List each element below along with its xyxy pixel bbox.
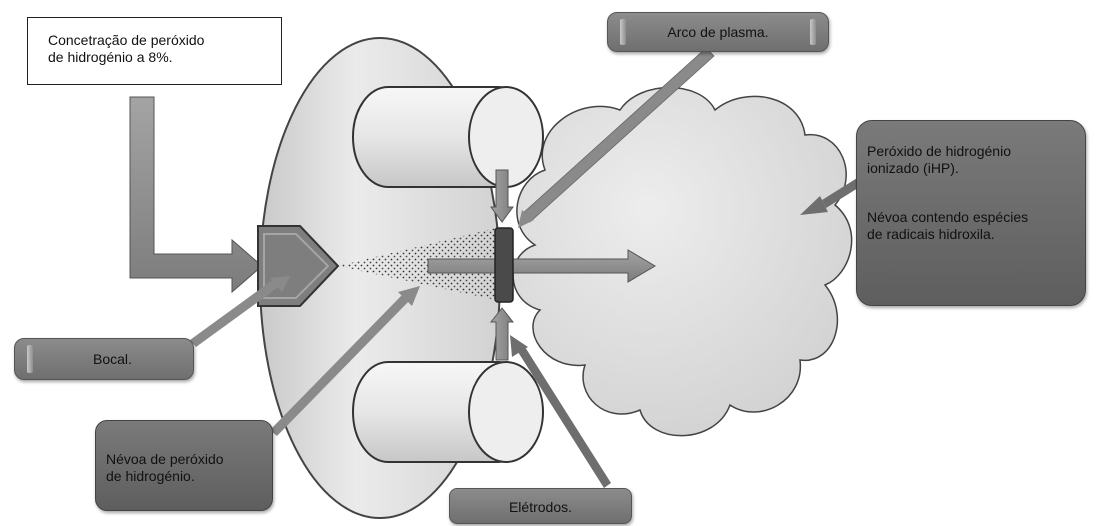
mist-species-line-1: Névoa contendo espécies	[867, 209, 1029, 225]
ionized-line-2: ionizado (iHP).	[867, 160, 959, 176]
electrode-arrow-down	[490, 169, 514, 223]
electrode-arrow-up	[489, 307, 515, 361]
ionized-cloud	[512, 86, 853, 437]
nozzle-label: Bocal.	[93, 351, 132, 367]
electrode-bar	[494, 227, 514, 303]
bottom-electrode-cylinder	[352, 361, 544, 463]
top-electrode-cylinder	[352, 86, 544, 188]
mist-species-line-2: de radicais hidroxila.	[867, 226, 995, 242]
ionized-hp-box: Peróxido de hidrogénio ionizado (iHP). N…	[856, 120, 1086, 306]
plasma-arc-box: Arco de plasma.	[607, 12, 829, 52]
electrodes-label: Elétrodos.	[508, 499, 573, 515]
pointer-lines	[190, 47, 866, 488]
mist-direction-arrow	[427, 249, 656, 283]
mist-line-2: de hidrogénio.	[106, 468, 195, 484]
concentration-line-1: Concetração de peróxido	[48, 32, 205, 48]
nozzle-box: Bocal.	[14, 338, 194, 380]
plasma-arc-label: Arco de plasma.	[667, 24, 769, 40]
mist-box: Névoa de peróxido de hidrogénio.	[95, 420, 273, 511]
electrodes-box: Elétrodos.	[449, 488, 632, 524]
concentration-box: Concetração de peróxido de hidrogénio a …	[27, 17, 282, 85]
mist-line-1: Névoa de peróxido	[106, 451, 224, 467]
concentration-line-2: de hidrogénio a 8%.	[48, 49, 173, 65]
inlet-arrow	[129, 96, 263, 294]
ionized-line-1: Peróxido de hidrogénio	[867, 143, 1011, 159]
mist-cone	[338, 228, 496, 300]
